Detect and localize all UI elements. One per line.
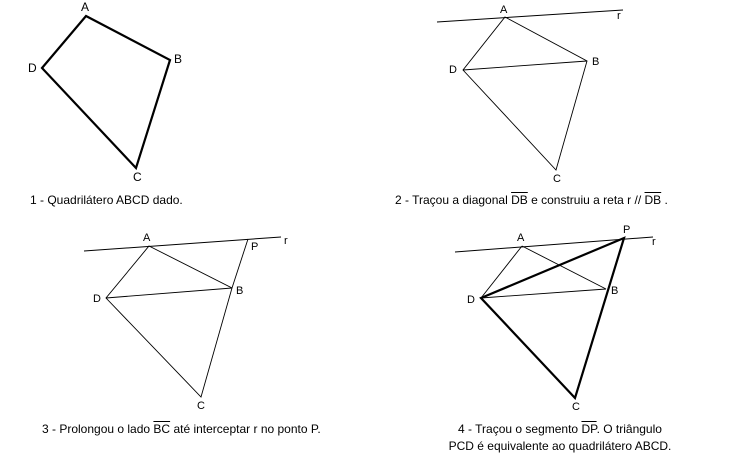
label-d: D <box>28 61 37 75</box>
label-a: A <box>517 232 525 244</box>
caption-1: 1 - Quadrilátero ABCD dado. <box>30 192 183 209</box>
panel-4: A B C D P r <box>454 224 656 413</box>
label-p: P <box>623 224 630 236</box>
segment-db: DB <box>644 193 662 207</box>
caption-4-text-2: . O triângulo <box>596 422 662 436</box>
triangle-pcd <box>479 236 626 401</box>
line-r <box>436 9 624 23</box>
label-c: C <box>133 170 142 184</box>
label-a: A <box>500 4 508 16</box>
segment-db: DB <box>511 193 528 207</box>
label-a: A <box>81 0 89 14</box>
label-a: A <box>143 232 151 244</box>
panel-2: A B C D r <box>436 4 624 185</box>
side-ab <box>521 245 607 290</box>
label-r: r <box>652 236 656 248</box>
quadrilateral-abcd <box>40 14 172 171</box>
label-r: r <box>284 235 288 247</box>
panel-3: A B C D P r <box>83 232 288 412</box>
caption-4-line-2: PCD é equivalente ao quadrilátero ABCD. <box>448 439 672 453</box>
caption-4-text-1: 4 - Traçou o segmento <box>458 422 579 436</box>
quadrilateral-abcd <box>462 16 588 171</box>
caption-2-text-3: . <box>664 193 668 207</box>
caption-1-text: 1 - Quadrilátero ABCD dado. <box>30 193 183 207</box>
caption-4: 4 - Traçou o segmento DP. O triângulo PC… <box>410 421 710 455</box>
label-d: D <box>449 64 457 76</box>
label-b: B <box>236 285 243 297</box>
diagonal-db <box>462 60 588 71</box>
label-p: P <box>251 241 258 253</box>
label-c: C <box>553 173 561 185</box>
label-b: B <box>611 285 618 297</box>
label-r: r <box>617 10 621 22</box>
segment-bc: BC <box>153 422 171 436</box>
caption-3-text-1: 3 - Prolongou o lado <box>42 422 151 436</box>
label-c: C <box>572 401 580 413</box>
caption-2-text-1: 2 - Traçou a diagonal <box>395 193 508 207</box>
caption-2: 2 - Traçou a diagonal DB e construiu a r… <box>395 192 668 209</box>
caption-3: 3 - Prolongou o lado BC até interceptar … <box>42 421 321 438</box>
diagonal-db <box>105 287 233 299</box>
caption-2-text-2: e construiu a reta r // <box>531 193 642 207</box>
label-b: B <box>174 52 182 66</box>
label-b: B <box>592 56 599 68</box>
quadrilateral-abcd <box>105 245 233 398</box>
extension-bc-to-p <box>231 238 249 289</box>
diagonal-db <box>480 288 607 299</box>
label-d: D <box>467 294 475 306</box>
segment-dp: DP <box>581 422 597 436</box>
caption-3-text-2: até interceptar r no ponto P. <box>173 422 321 436</box>
label-d: D <box>93 293 101 305</box>
panel-1: A B C D <box>28 0 182 184</box>
label-c: C <box>197 400 205 412</box>
caption-4-line-1: 4 - Traçou o segmento DP. O triângulo <box>410 421 710 438</box>
side-da <box>480 245 523 299</box>
